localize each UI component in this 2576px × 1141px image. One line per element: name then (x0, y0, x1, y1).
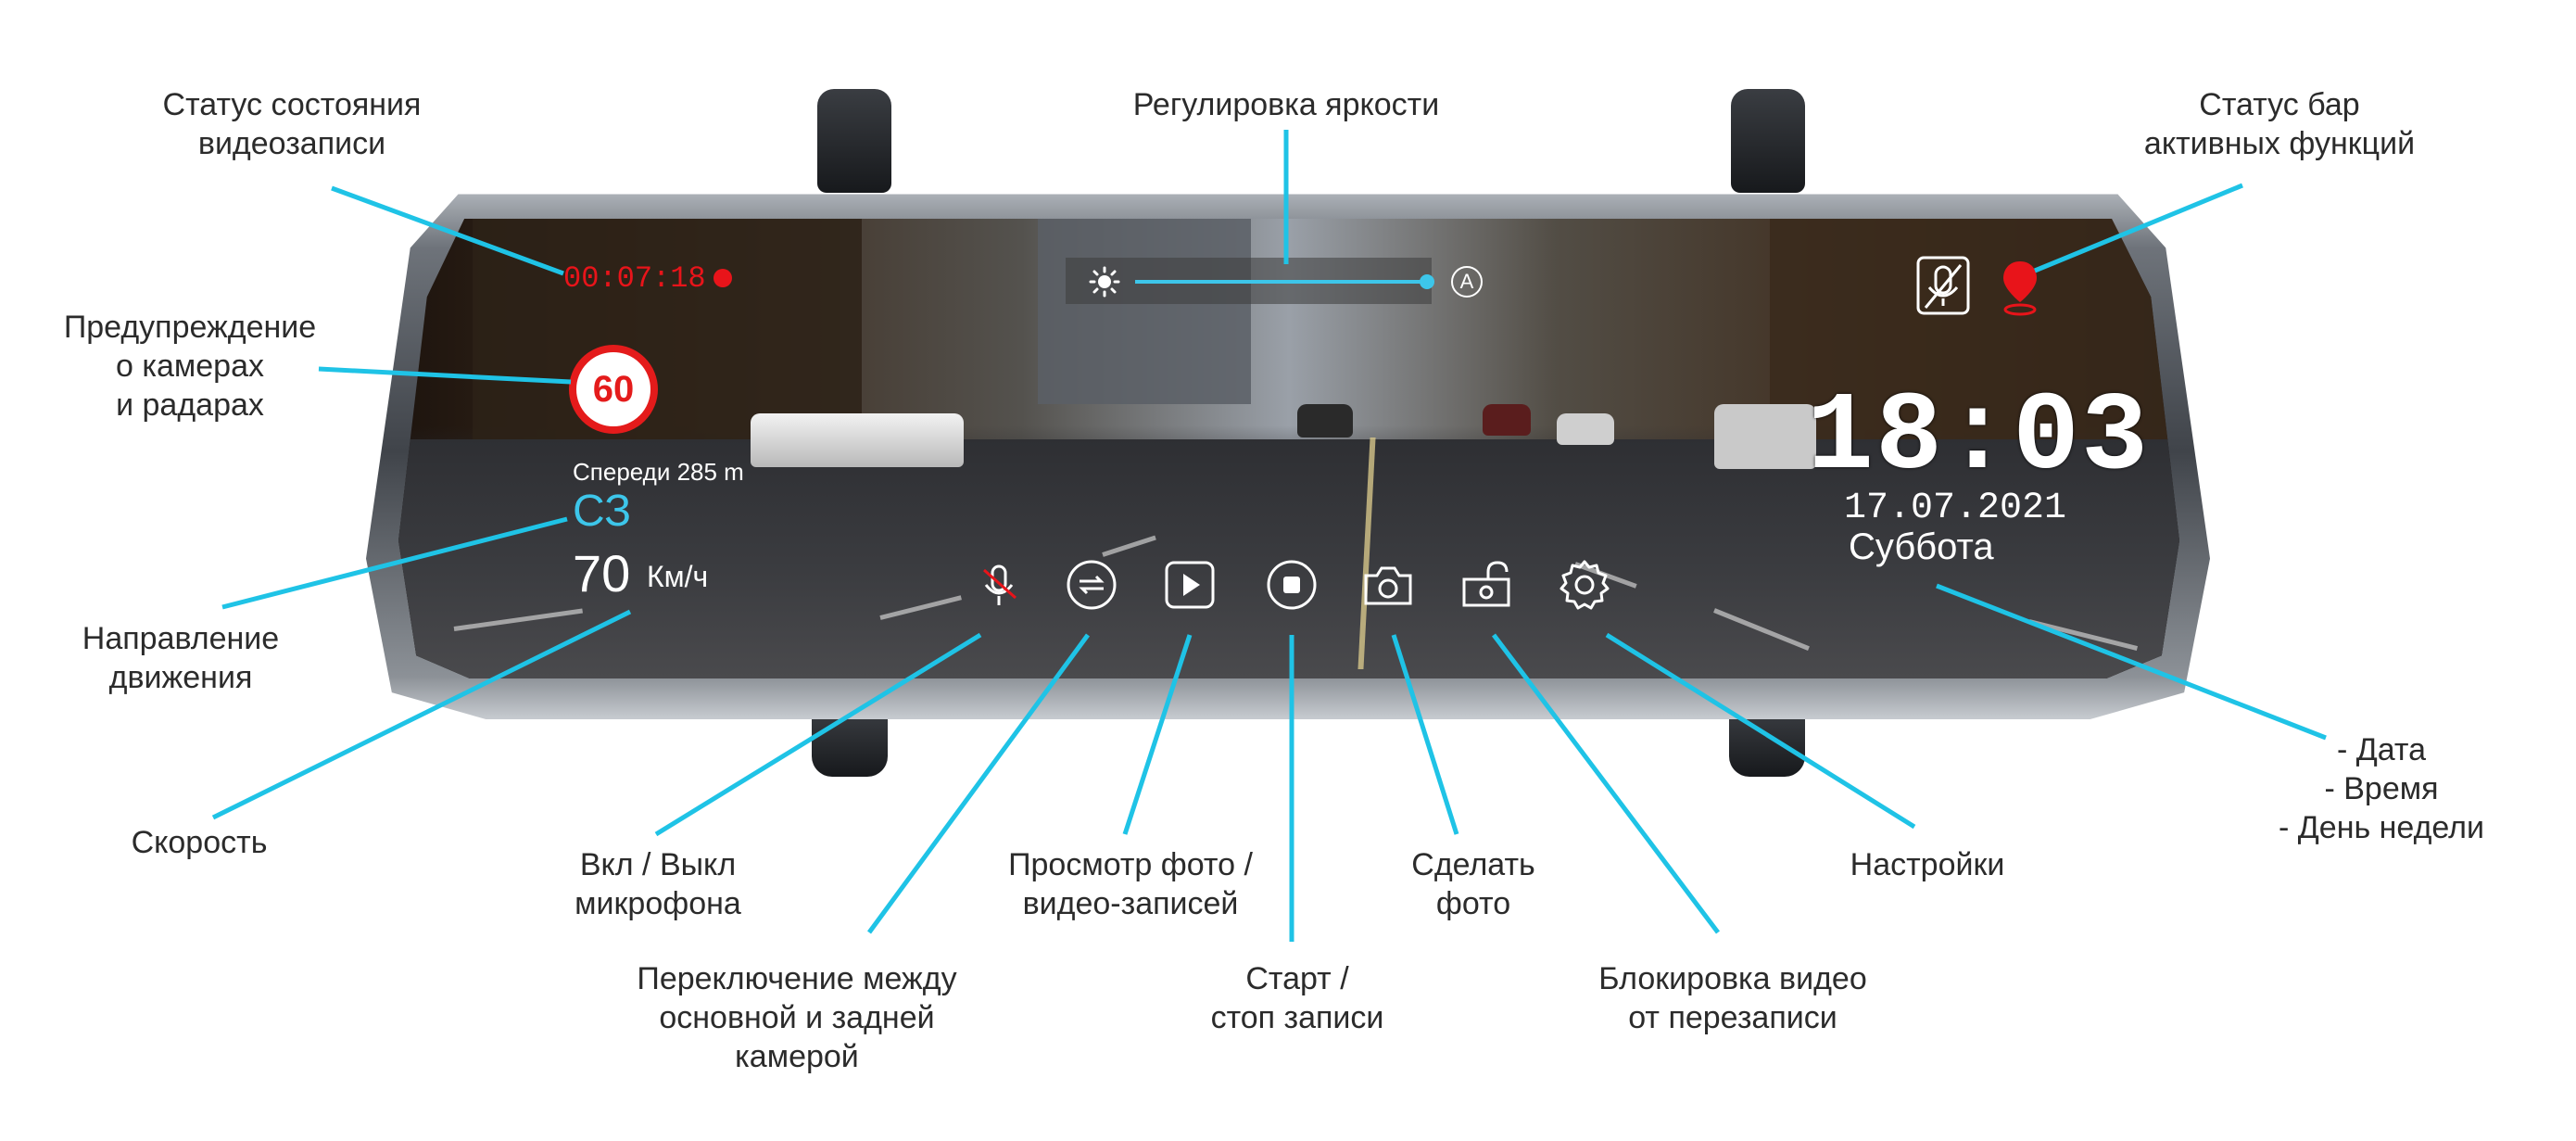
recording-indicator-icon (713, 269, 732, 287)
sun-icon (1089, 266, 1120, 298)
auto-brightness-icon[interactable]: A (1451, 266, 1483, 298)
mirror-bottom-right-bracket (1729, 710, 1805, 777)
speed-unit: Км/ч (647, 560, 709, 593)
clock-time: 18:03 (1807, 375, 2151, 501)
mirror-top-left-bracket (817, 89, 891, 193)
camera-distance-text: Спереди 285 m (573, 458, 744, 486)
lock-video-button[interactable] (1460, 559, 1512, 611)
callout-brightness: Регулировка яркости (1132, 87, 1440, 122)
white-limousine (751, 413, 964, 467)
brightness-slider-track[interactable] (1135, 280, 1432, 284)
distant-car (1483, 404, 1531, 436)
speed-value: 70 (573, 544, 631, 602)
mirror-bottom-left-bracket (812, 710, 888, 777)
callout-playback: Просмотр фото /видео-записей (1008, 847, 1253, 921)
microphone-toggle-button[interactable] (973, 559, 1025, 611)
building-left (473, 219, 862, 441)
clock-date: 17.07.2021 (1844, 488, 2067, 529)
distant-car (1557, 413, 1614, 445)
camera-switch-button[interactable] (1066, 559, 1118, 611)
record-stop-button[interactable] (1266, 559, 1318, 611)
take-photo-button[interactable] (1362, 559, 1414, 611)
heading-direction: СЗ (573, 487, 632, 536)
parked-van (1714, 404, 1816, 469)
location-pin-icon (2003, 261, 2037, 316)
building-center (1038, 219, 1251, 404)
callout-speed: Скорость (131, 825, 268, 860)
callout-settings: Настройки (1850, 847, 2005, 882)
callout-start-stop: Старт /стоп записи (1210, 961, 1384, 1035)
distant-car (1297, 404, 1353, 437)
callout-datetime: - Дата- Время- День недели (2278, 732, 2485, 845)
microphone-off-icon (1916, 256, 1970, 315)
speed-limit-sign: 60 (569, 345, 658, 434)
playback-button[interactable] (1164, 559, 1216, 611)
clock-weekday: Суббота (1849, 526, 1994, 567)
settings-button[interactable] (1559, 559, 1610, 611)
brightness-slider-handle[interactable] (1420, 274, 1434, 289)
mirror-top-right-bracket (1731, 89, 1805, 193)
recording-timer: 00:07:18 (563, 261, 706, 296)
